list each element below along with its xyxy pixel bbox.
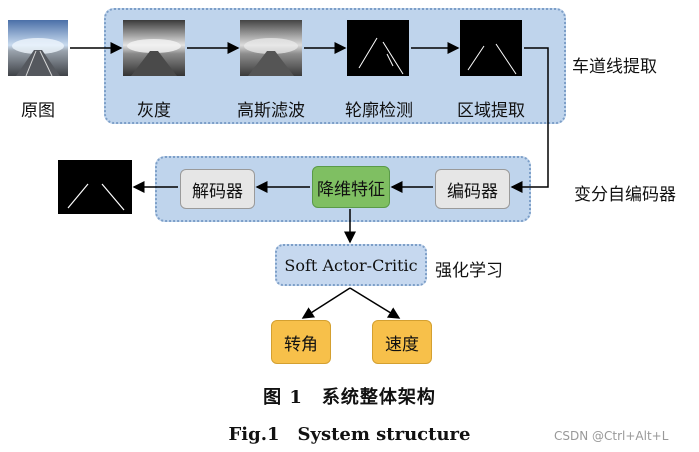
decoder-block: 解码器 (180, 169, 255, 209)
sac-block: Soft Actor-Critic (275, 244, 427, 286)
vae-label: 变分自编码器 (574, 185, 676, 205)
arrow-region-to-encoder (510, 47, 549, 193)
gray-label: 灰度 (137, 101, 171, 121)
decoded-image-thumbnail (58, 160, 132, 214)
grayscale-image-thumbnail (123, 20, 185, 76)
watermark: CSDN @Ctrl+Alt+L (554, 429, 669, 443)
rl-label: 强化学习 (435, 261, 503, 281)
lane-extraction-label: 车道线提取 (572, 57, 657, 77)
region-image-thumbnail (460, 20, 522, 76)
latent-feature-block: 降维特征 (312, 166, 390, 208)
gaussian-image-thumbnail (240, 20, 302, 76)
encoder-block: 编码器 (435, 169, 510, 209)
arrow-sac-to-steering (301, 287, 351, 319)
speed-output-block: 速度 (372, 320, 432, 364)
contour-label: 轮廓检测 (345, 101, 413, 121)
caption-english: Fig.1 System structure (228, 424, 471, 445)
arrow-sac-to-speed (349, 287, 401, 319)
contour-image-thumbnail (347, 20, 409, 76)
original-image-thumbnail (8, 20, 68, 76)
region-label: 区域提取 (457, 101, 525, 121)
steering-output-block: 转角 (271, 320, 331, 364)
gaussian-label: 高斯滤波 (237, 101, 305, 121)
original-label: 原图 (21, 101, 55, 121)
caption-chinese: 图 1 系统整体架构 (263, 387, 436, 408)
